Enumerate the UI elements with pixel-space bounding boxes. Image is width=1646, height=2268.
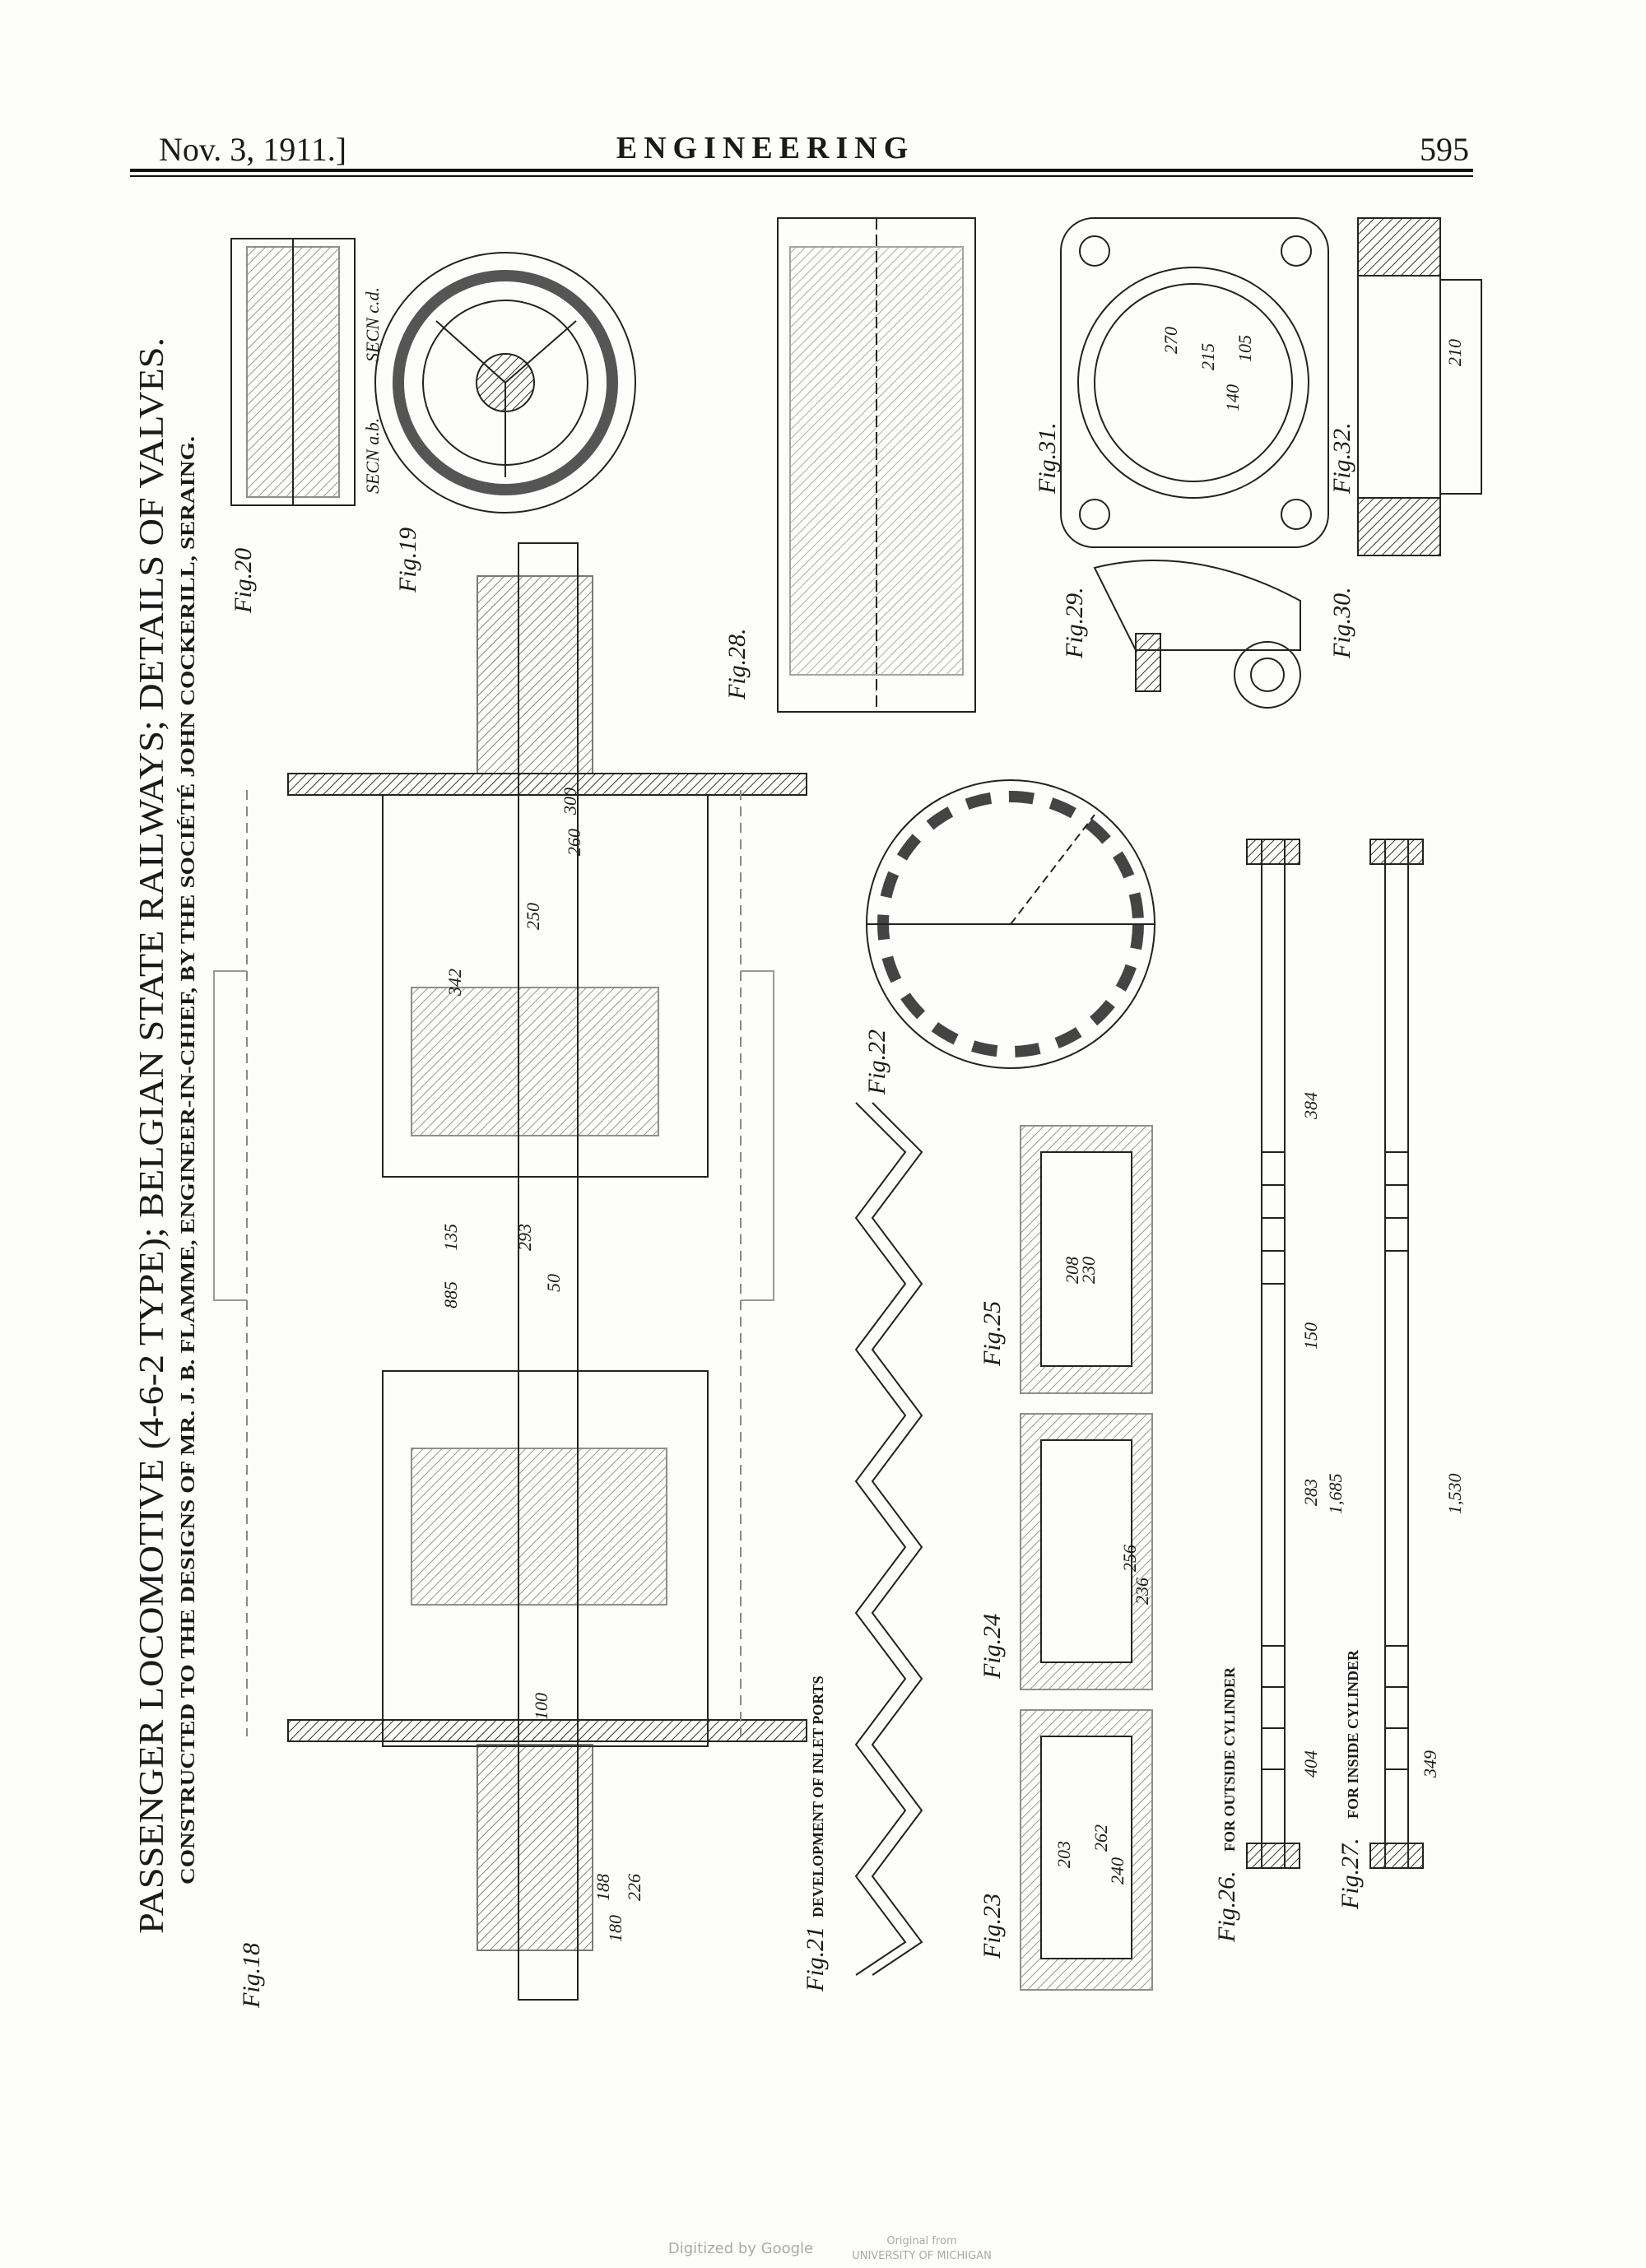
fig20-label: Fig.20 [230, 548, 257, 614]
fig18-label: Fig.18 [238, 1943, 265, 2009]
dim: 283 [1300, 1479, 1321, 1506]
dim: 293 [514, 1224, 535, 1251]
issue-date: Nov. 3, 1911.] [159, 131, 347, 168]
fig19-label: Fig.19 [394, 527, 421, 593]
fig29-label: Fig.29. [1061, 587, 1088, 659]
dim: 260 [564, 829, 584, 856]
fig22-drawing [866, 779, 1155, 1069]
dim: 342 [444, 969, 465, 997]
fig21-label: Fig.21 [802, 1926, 829, 1992]
fig19-drawing [374, 252, 636, 514]
fig27-label: Fig.27. [1337, 1838, 1364, 1910]
plate-title: PASSENGER LOCOMOTIVE (4-6-2 TYPE); BELGI… [133, 337, 171, 1934]
fig22-label: Fig.22 [863, 1029, 890, 1095]
dim: 236 [1132, 1578, 1152, 1605]
plate-subtitle: CONSTRUCTED TO THE DESIGNS OF MR. J. B. … [178, 436, 199, 1885]
dim: 262 [1090, 1824, 1111, 1852]
dim: 250 [523, 903, 543, 930]
dim: 203 [1053, 1841, 1074, 1868]
dim: 150 [1300, 1322, 1321, 1350]
dim: 140 [1222, 384, 1243, 411]
digitized-credit: Digitized by Google [667, 2240, 814, 2257]
dim: 226 [624, 1874, 644, 1901]
dim: 208 [1062, 1257, 1082, 1284]
dim: 256 [1119, 1545, 1140, 1572]
page-number: 595 [1420, 131, 1469, 168]
fig25-label: Fig.25 [979, 1301, 1006, 1367]
fig26-27-drawing [1246, 839, 1424, 1869]
dim: 188 [593, 1874, 613, 1901]
fig31-label: Fig.31. [1034, 422, 1061, 495]
fig21-caption: DEVELOPMENT OF INLET PORTS [810, 1675, 826, 1917]
fig29-30-drawing [1093, 560, 1301, 709]
fig32-label: Fig.32. [1328, 422, 1355, 495]
dim: 300 [560, 788, 580, 816]
dim: 885 [440, 1281, 461, 1308]
dim: 105 [1234, 335, 1255, 362]
sec-ab-label: SECN a.b. [362, 418, 383, 494]
fig32-drawing [1357, 217, 1482, 556]
sec-cd-label: SECN c.d. [362, 287, 383, 362]
dim: 1,530 [1444, 1474, 1465, 1515]
institution-credit: UNIVERSITY OF MICHIGAN [852, 2250, 992, 2262]
fig30-label: Fig.30. [1328, 587, 1355, 659]
dim: 1,685 [1325, 1474, 1346, 1515]
masthead: ENGINEERING [616, 131, 915, 165]
header-rule-thick [130, 169, 1473, 172]
original-from: Original from [886, 2235, 957, 2247]
header-rule-thin [130, 175, 1473, 177]
fig18-drawing [213, 542, 807, 2001]
dim: 215 [1197, 343, 1218, 370]
fig28-drawing [777, 217, 976, 713]
dim: 349 [1420, 1750, 1440, 1778]
dim: 50 [543, 1274, 564, 1292]
fig26-caption: FOR OUTSIDE CYLINDER [1221, 1666, 1238, 1852]
fig27-caption: FOR INSIDE CYLINDER [1345, 1649, 1361, 1819]
dim: 230 [1078, 1257, 1099, 1284]
dim: 100 [531, 1693, 551, 1720]
fig21-drawing [854, 1102, 923, 1976]
fig20-drawing [230, 238, 356, 506]
dim: 240 [1107, 1857, 1128, 1885]
dim: 404 [1300, 1750, 1321, 1778]
fig23-25-drawing [1020, 1125, 1153, 1991]
fig23-label: Fig.23 [979, 1894, 1006, 1959]
dim: 135 [440, 1224, 461, 1251]
dim: 384 [1300, 1092, 1321, 1120]
dim: 210 [1444, 339, 1465, 366]
fig31-drawing [1060, 217, 1329, 548]
dim: 180 [605, 1915, 625, 1942]
fig26-label: Fig.26. [1213, 1871, 1240, 1943]
fig24-label: Fig.24 [979, 1614, 1006, 1680]
dim: 270 [1160, 327, 1181, 354]
fig28-label: Fig.28. [723, 628, 751, 700]
